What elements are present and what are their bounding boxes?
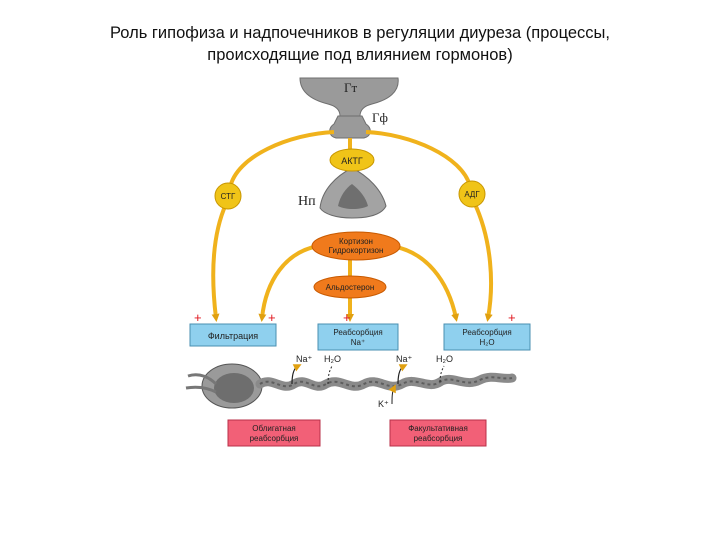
- adg-node: [458, 180, 486, 208]
- filtration-box: [189, 323, 277, 347]
- h2o-reabsorption-label-2: H₂O: [479, 338, 494, 347]
- plus-sign-1: +: [194, 310, 202, 325]
- na-reabsorption-label-2: Na⁺: [351, 338, 365, 347]
- aldosterone-label: Альдостерон: [326, 283, 375, 292]
- aldosterone-node: [313, 275, 387, 299]
- k-transport-arrow: [388, 384, 396, 405]
- h2o-reabsorption-box: [443, 323, 531, 351]
- h2o-label-2: H₂O: [436, 354, 453, 364]
- h2o-label-1: H₂O: [324, 354, 341, 364]
- facultative-label-1: Факультативная: [408, 424, 468, 433]
- slide-title: Роль гипофиза и надпочечников в регуляци…: [40, 22, 680, 66]
- renal-tubule: [255, 372, 517, 391]
- adrenal-gland-core: [338, 184, 368, 209]
- acth-label: АКТГ: [341, 156, 363, 166]
- cortisol-node: [311, 231, 401, 261]
- obligate-reabsorption-box: [227, 419, 321, 447]
- h2o-transport-arrow-2: [439, 365, 445, 383]
- cortisol-label-2: Гидрокортизон: [329, 246, 384, 255]
- obligate-label-2: реабсорбция: [250, 434, 299, 443]
- h2o-reabsorption-label-1: Реабсорбция: [462, 328, 511, 337]
- cortisol-label-1: Кортизон: [339, 237, 373, 246]
- obligate-label-1: Облигатная: [252, 424, 295, 433]
- adg-label: АДГ: [464, 190, 480, 199]
- na-reabsorption-box: [317, 323, 399, 351]
- arrow-adg-to-h2o: [472, 201, 493, 322]
- na-ion-label-1: Na⁺: [296, 354, 313, 364]
- arrow-to-stg: [228, 130, 335, 189]
- acth-node: [329, 148, 375, 172]
- arrow-cortisol-to-h2o: [391, 244, 460, 322]
- arrow-cortisol-to-filtration: [258, 244, 319, 322]
- na-reabsorption-label-1: Реабсорбция: [333, 328, 382, 337]
- facultative-label-2: реабсорбция: [414, 434, 463, 443]
- pituitary-label: Гф: [372, 110, 388, 125]
- plus-sign-3: +: [343, 310, 351, 325]
- stg-node: [214, 182, 242, 210]
- slide-title-line-2: происходящие под влиянием гормонов): [207, 46, 513, 64]
- glomerulus: [185, 363, 263, 409]
- slide-title-line-1: Роль гипофиза и надпочечников в регуляци…: [110, 24, 610, 42]
- plus-sign-4: +: [508, 310, 516, 325]
- arrow-stg-to-filtration: [211, 203, 228, 322]
- na-transport-arrow-2: [397, 364, 408, 385]
- plus-sign-2: +: [268, 310, 276, 325]
- na-transport-arrow-1: [291, 364, 302, 385]
- renal-tubule-lumen: [259, 376, 513, 388]
- pituitary-shape: [329, 115, 371, 139]
- k-ion-label: K⁺: [378, 399, 389, 409]
- arrow-to-adg: [365, 130, 472, 187]
- adrenal-label: Нп: [298, 194, 316, 209]
- filtration-label: Фильтрация: [208, 331, 258, 341]
- hypothalamus-label: Гт: [344, 80, 358, 95]
- stg-label: СТГ: [221, 192, 236, 201]
- na-ion-label-2: Na⁺: [396, 354, 413, 364]
- h2o-transport-arrow-1: [327, 365, 333, 385]
- facultative-reabsorption-box: [389, 419, 487, 447]
